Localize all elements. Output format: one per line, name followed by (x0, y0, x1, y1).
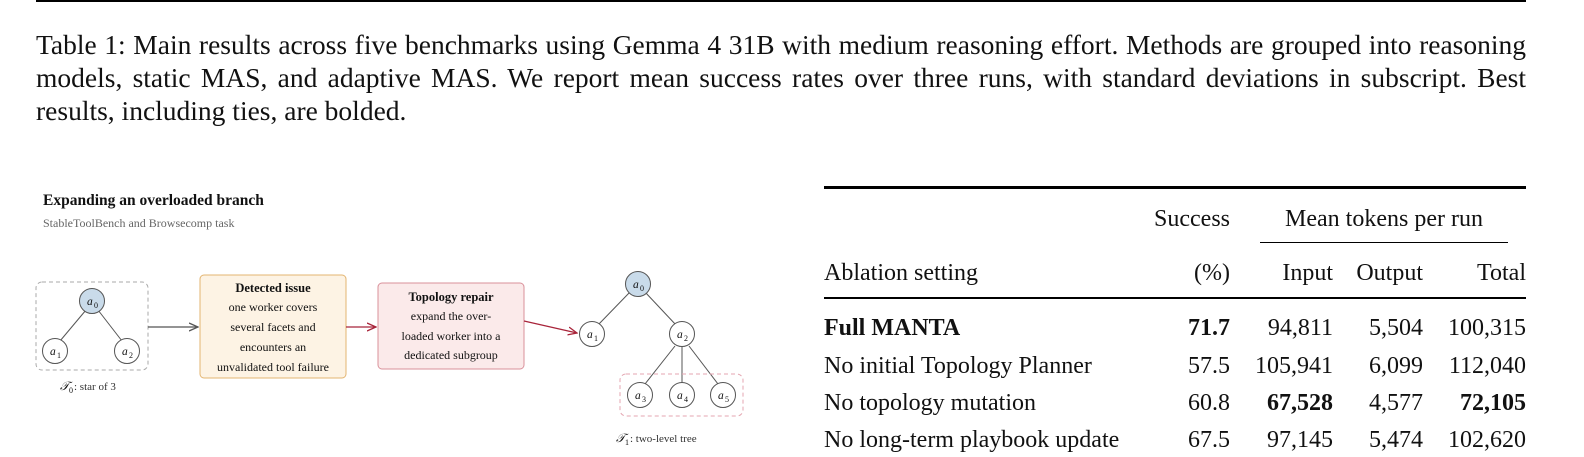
svg-text:several facets and: several facets and (230, 320, 315, 334)
svg-text:1: 1 (625, 438, 629, 447)
row-1-setting: No initial Topology Planner (824, 353, 1092, 379)
node-a4: a 4 (669, 382, 695, 408)
svg-text:a: a (633, 279, 639, 291)
header-total: Total (1477, 260, 1526, 286)
node-a5: a 5 (710, 382, 736, 408)
svg-text:0: 0 (69, 386, 73, 395)
row-1-input: 105,941 (1255, 353, 1333, 379)
svg-text:dedicated subgroup: dedicated subgroup (404, 348, 498, 362)
row-0-input: 94,811 (1267, 315, 1333, 341)
row-1-success: 57.5 (1188, 353, 1230, 379)
svg-text:a: a (677, 390, 683, 402)
row-3-setting: No long-term playbook update (824, 427, 1120, 453)
row-2-output: 4,577 (1369, 390, 1423, 416)
edge-a0-a1-right (597, 291, 631, 326)
svg-text:5: 5 (725, 395, 729, 404)
svg-text:a: a (587, 329, 593, 341)
figure-subtitle: StableToolBench and Browsecomp task (43, 216, 234, 230)
row-3-output: 5,474 (1369, 427, 1423, 453)
row-0-success: 71.7 (1188, 315, 1230, 341)
header-rule (824, 297, 1526, 299)
row-2-setting: No topology mutation (824, 390, 1036, 416)
header-success: Success (1154, 206, 1230, 232)
ablation-table: Success Mean tokens per run Ablation set… (824, 186, 1526, 457)
svg-text:a: a (50, 346, 56, 358)
t1-label: 𝒯 1 : two-level tree (616, 431, 697, 447)
node-a2-right: a 2 (669, 321, 695, 347)
table-top-rule (824, 186, 1526, 189)
svg-text:unvalidated tool failure: unvalidated tool failure (217, 360, 329, 374)
svg-text:a: a (87, 296, 93, 308)
t0-dashed-region (35, 281, 149, 371)
edge-a0-a2-left (97, 309, 123, 342)
svg-text:: star of 3: : star of 3 (74, 381, 116, 393)
svg-text:Topology repair: Topology repair (408, 290, 494, 304)
arrow-repair-to-t1 (523, 320, 577, 333)
edge-a0-a1-left (59, 309, 87, 342)
node-a1-left: a 1 (42, 338, 68, 364)
svg-text:encounters an: encounters an (240, 340, 306, 354)
figure-title: Expanding an overloaded branch (43, 192, 264, 209)
topology-figure: Expanding an overloaded branch StableToo… (35, 192, 744, 447)
svg-text:3: 3 (642, 395, 646, 404)
tokens-group-rule (1260, 242, 1508, 243)
topology-repair-box: Topology repair expand the over- loaded … (377, 282, 525, 370)
svg-text:Detected issue: Detected issue (235, 281, 311, 295)
svg-text:2: 2 (684, 334, 688, 343)
svg-text:1: 1 (594, 334, 598, 343)
row-3-success: 67.5 (1188, 427, 1230, 453)
svg-text:one worker covers: one worker covers (229, 300, 318, 314)
row-0-setting: Full MANTA (824, 315, 961, 341)
svg-text:expand the over-: expand the over- (411, 309, 491, 323)
header-tokens-group: Mean tokens per run (1285, 206, 1483, 232)
detected-issue-box: Detected issue one worker covers several… (199, 274, 347, 379)
row-3-total: 102,620 (1448, 427, 1526, 453)
row-2-input: 67,528 (1267, 390, 1333, 416)
row-0-total: 100,315 (1448, 315, 1526, 341)
node-a2-left: a 2 (114, 338, 140, 364)
svg-text:4: 4 (684, 395, 688, 404)
svg-text:a: a (718, 390, 724, 402)
header-output: Output (1356, 260, 1423, 286)
svg-text:a: a (122, 346, 128, 358)
svg-text:2: 2 (129, 351, 133, 360)
t1-subgroup-dashed-region (619, 373, 744, 417)
edge-a2-a5 (688, 345, 719, 385)
edge-a2-a3 (644, 345, 676, 385)
table-caption: Table 1: Main results across five benchm… (36, 29, 1526, 126)
svg-text:1: 1 (57, 351, 61, 360)
node-a1-right: a 1 (579, 321, 605, 347)
header-ablation-setting: Ablation setting (824, 260, 978, 286)
top-rule (36, 0, 1526, 2)
row-0-output: 5,504 (1369, 315, 1423, 341)
node-a3: a 3 (627, 382, 653, 408)
header-success-unit: (%) (1194, 260, 1230, 286)
row-1-output: 6,099 (1369, 353, 1423, 379)
svg-text:: two-level tree: : two-level tree (630, 433, 697, 445)
edge-a0-a2-right (644, 291, 677, 326)
svg-text:a: a (677, 329, 683, 341)
t0-label: 𝒯 0 : star of 3 (60, 379, 116, 395)
row-2-total: 72,105 (1460, 390, 1526, 416)
svg-text:0: 0 (94, 301, 98, 310)
node-a0-right: a 0 (625, 271, 651, 297)
node-a0-left: a 0 (79, 288, 105, 314)
row-2-success: 60.8 (1188, 390, 1230, 416)
row-1-total: 112,040 (1448, 353, 1526, 379)
svg-text:0: 0 (640, 284, 644, 293)
svg-text:a: a (635, 390, 641, 402)
row-3-input: 97,145 (1267, 427, 1333, 453)
svg-text:loaded worker into a: loaded worker into a (402, 329, 502, 343)
header-input: Input (1282, 260, 1333, 286)
